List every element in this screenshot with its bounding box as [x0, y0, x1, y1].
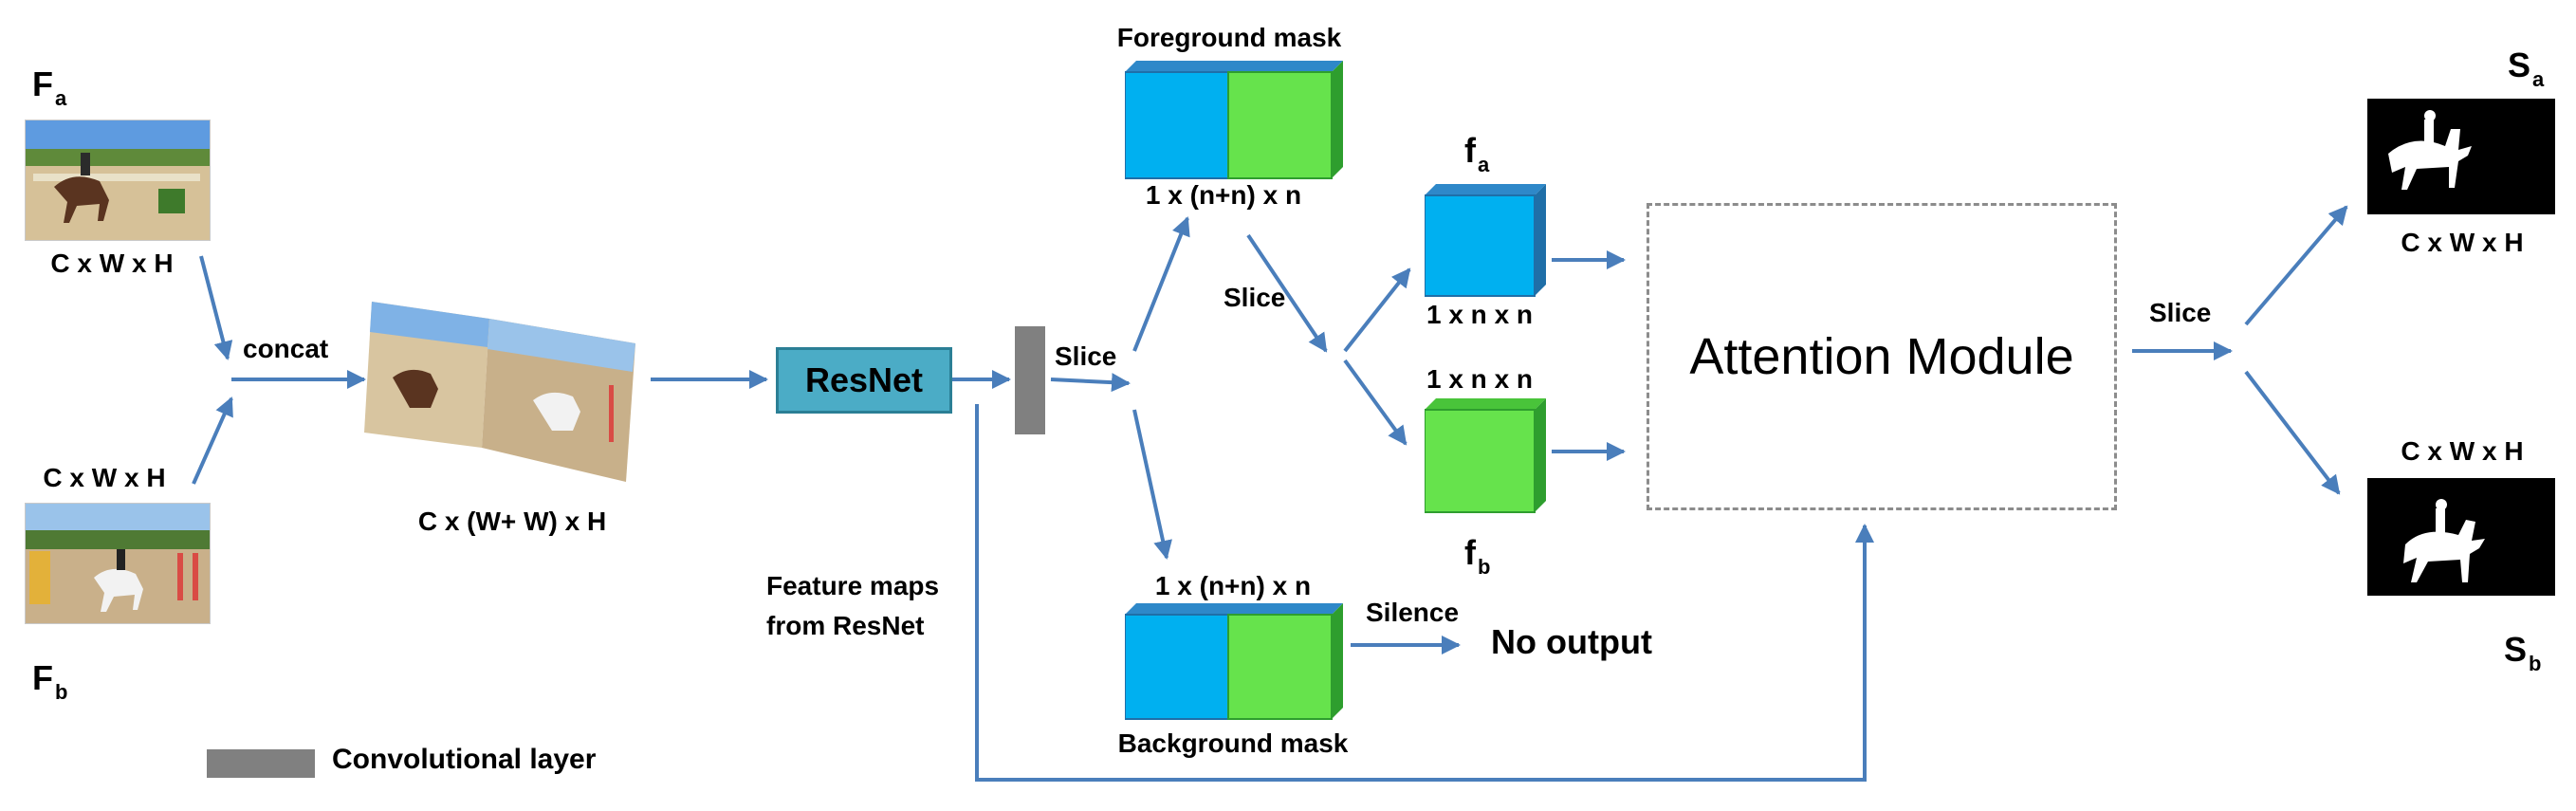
input-fa-image [25, 120, 211, 241]
background-mask-dim: 1 x (n+n) x n [1154, 571, 1312, 600]
silence-label: Silence [1366, 598, 1460, 627]
attention-module: Attention Module [1647, 203, 2117, 510]
feature-fa-symbol: fa [1464, 131, 1490, 176]
arrow-slice-to-sb [2244, 370, 2341, 495]
legend-conv-label: Convolutional layer [332, 744, 597, 775]
concat-label: concat [243, 334, 329, 363]
output-sa-symbol: Sa [2508, 46, 2545, 91]
feature-fa-cube [1424, 184, 1546, 298]
arrow-resnet-skip-to-attention [975, 404, 1874, 782]
slice-label-mid: Slice [1224, 283, 1286, 312]
foreground-mask-dim: 1 x (n+n) x n [1145, 180, 1302, 210]
foreground-mask-block [1124, 61, 1345, 182]
input-fb-dim: C x W x H [43, 463, 166, 492]
resnet-label: ResNet [804, 360, 924, 399]
conv-layer-block [1015, 326, 1045, 434]
background-mask-block [1124, 603, 1345, 721]
arrow-slice-to-sa [2244, 205, 2348, 326]
output-sb-dim: C x W x H [2401, 436, 2524, 466]
foreground-mask-title: Foreground mask [1116, 23, 1342, 52]
arrow-slice-to-background [1132, 409, 1172, 560]
input-fb-symbol: Fb [32, 658, 68, 704]
feature-maps-caption-line1: Feature maps [766, 571, 940, 600]
arrow-slice-to-foreground [1132, 216, 1190, 352]
feature-fa-dim: 1 x n x n [1426, 300, 1534, 329]
feature-maps-caption-line2: from ResNet [766, 611, 925, 640]
arrow-fb-to-concat [192, 396, 233, 485]
slice-label-right: Slice [2149, 298, 2212, 327]
arrow-split-to-fb [1343, 359, 1408, 446]
slice-label-after-conv: Slice [1055, 341, 1117, 371]
input-fa-symbol: Fa [32, 65, 67, 110]
output-sb-symbol: Sb [2504, 630, 2542, 675]
feature-fb-dim: 1 x n x n [1426, 364, 1534, 394]
input-fb-image [25, 503, 211, 624]
output-sa-mask-image [2367, 99, 2555, 214]
feature-fb-symbol: fb [1464, 533, 1491, 579]
output-sb-mask-image [2367, 478, 2555, 596]
arrow-fa-to-concat [199, 255, 233, 360]
concat-dim: C x (W+ W) x H [417, 507, 607, 536]
no-output-label: No output [1491, 622, 1652, 661]
input-fa-dim: C x W x H [50, 249, 174, 278]
concatenated-images [364, 302, 637, 482]
legend-conv-swatch [207, 749, 315, 778]
attention-module-label: Attention Module [1689, 328, 2074, 385]
resnet-block: ResNet [776, 347, 952, 414]
arrow-conv-to-slice [1050, 373, 1131, 393]
output-sa-dim: C x W x H [2401, 228, 2524, 257]
feature-fb-cube [1424, 398, 1546, 514]
background-mask-title: Background mask [1117, 728, 1349, 758]
arrow-split-to-fa [1343, 267, 1411, 353]
arrow-foreground-to-split [1246, 233, 1328, 353]
